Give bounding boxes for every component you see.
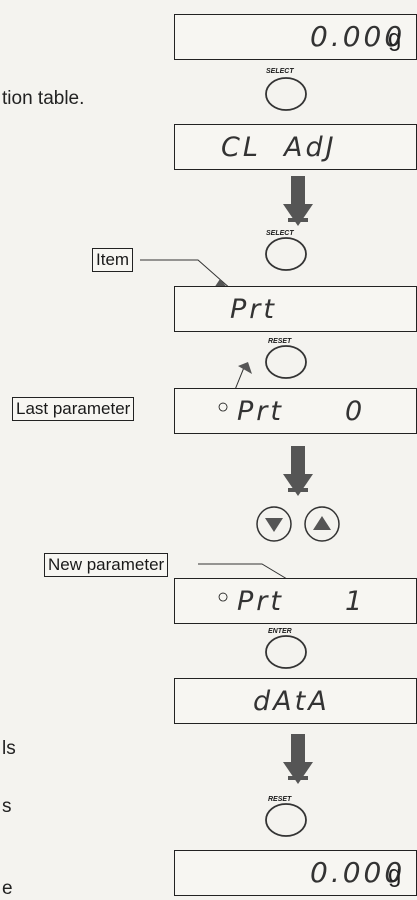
display-text: Prt [237, 586, 284, 617]
display-text: Prt [237, 396, 284, 427]
enter-key[interactable]: ENTER [258, 626, 316, 672]
reset-key-1[interactable]: RESET [258, 336, 316, 382]
last-parameter-label: Last parameter [12, 397, 135, 421]
select-key-label: SELECT [266, 230, 294, 237]
arrow-down-icon [283, 734, 313, 784]
display-prt-last-parameter: ○ Prt 0 [174, 388, 417, 434]
display-parameter-value: 1 [345, 586, 366, 617]
select-key-1[interactable]: SELECT [258, 66, 316, 114]
reset-key-label: RESET [268, 796, 292, 803]
reset-key-label: RESET [268, 338, 292, 345]
display-unit: g [388, 861, 402, 888]
body-text-fragment-2: s [2, 796, 12, 817]
key-ring-icon [265, 345, 307, 379]
display-prt-new-parameter: ○ Prt 1 [174, 578, 417, 624]
arrow-down-icon [283, 176, 313, 226]
display-data: dAtA [174, 678, 417, 724]
new-parameter-label: New parameter [44, 553, 169, 577]
select-key-label: SELECT [266, 68, 294, 75]
body-text-table-reference: tion table. [2, 88, 85, 109]
arrow-down-icon [283, 446, 313, 496]
stable-mark-icon: ○ [217, 586, 230, 608]
display-reading: 0.000 [310, 856, 406, 889]
key-ring-icon [265, 77, 307, 111]
up-key-icon[interactable] [302, 504, 342, 544]
display-zero-bottom: 0.000 g [174, 850, 417, 896]
display-text: Prt [230, 294, 277, 325]
down-key-icon[interactable] [254, 504, 294, 544]
key-ring-icon [265, 635, 307, 669]
display-cl-adj: CL AdJ [174, 124, 417, 170]
item-label: Item [92, 248, 134, 272]
stable-mark-icon: ○ [217, 396, 230, 418]
enter-key-label: ENTER [268, 628, 292, 635]
display-parameter-value: 0 [345, 396, 366, 427]
display-unit: g [388, 25, 402, 52]
display-reading: 0.000 [310, 20, 406, 53]
select-key-2[interactable]: SELECT [258, 228, 316, 274]
display-prt: Prt [174, 286, 417, 332]
key-ring-icon [265, 803, 307, 837]
display-text: CL AdJ [221, 132, 337, 163]
body-text-fragment-3: e [2, 878, 13, 899]
display-text: dAtA [253, 686, 330, 717]
reset-key-2[interactable]: RESET [258, 794, 316, 840]
display-zero-top: 0.000 g [174, 14, 417, 60]
body-text-fragment-1: ls [2, 738, 16, 759]
key-ring-icon [265, 237, 307, 271]
